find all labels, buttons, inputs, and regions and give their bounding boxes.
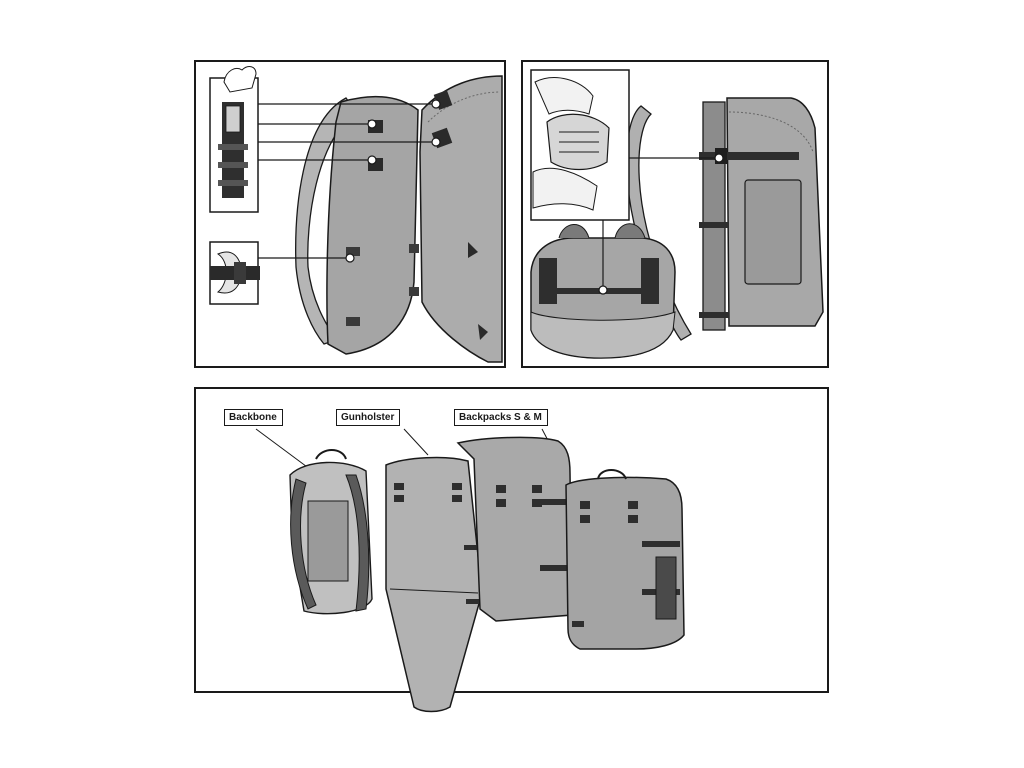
system-illustration xyxy=(255,428,685,713)
backbone-panel xyxy=(326,96,419,355)
attached-pack xyxy=(419,75,503,363)
buckle-clip xyxy=(409,244,419,253)
system-overview-panel: Backbone Gunholster Backpacks S & M xyxy=(194,387,829,713)
buckle-clip xyxy=(346,247,360,256)
attachment-detail-panel xyxy=(194,60,506,368)
compression-strap xyxy=(699,152,799,160)
side-pocket xyxy=(744,179,802,285)
compression-strap xyxy=(699,312,729,318)
backbone-side xyxy=(702,101,726,331)
backpack-s xyxy=(565,476,685,650)
label-gunholster: Gunholster xyxy=(336,409,401,426)
attachment-illustration xyxy=(209,66,503,363)
buckle-illustration xyxy=(530,69,824,359)
buckle-clip xyxy=(346,317,360,326)
buckle-detail-panel xyxy=(521,60,829,368)
buckle-clip xyxy=(409,287,419,296)
leader-lines xyxy=(602,157,719,290)
label-backbone: Backbone xyxy=(224,409,283,426)
label-backpacks: Backpacks S & M xyxy=(454,409,548,426)
leader-lines xyxy=(258,103,436,259)
compression-strap xyxy=(699,222,729,228)
